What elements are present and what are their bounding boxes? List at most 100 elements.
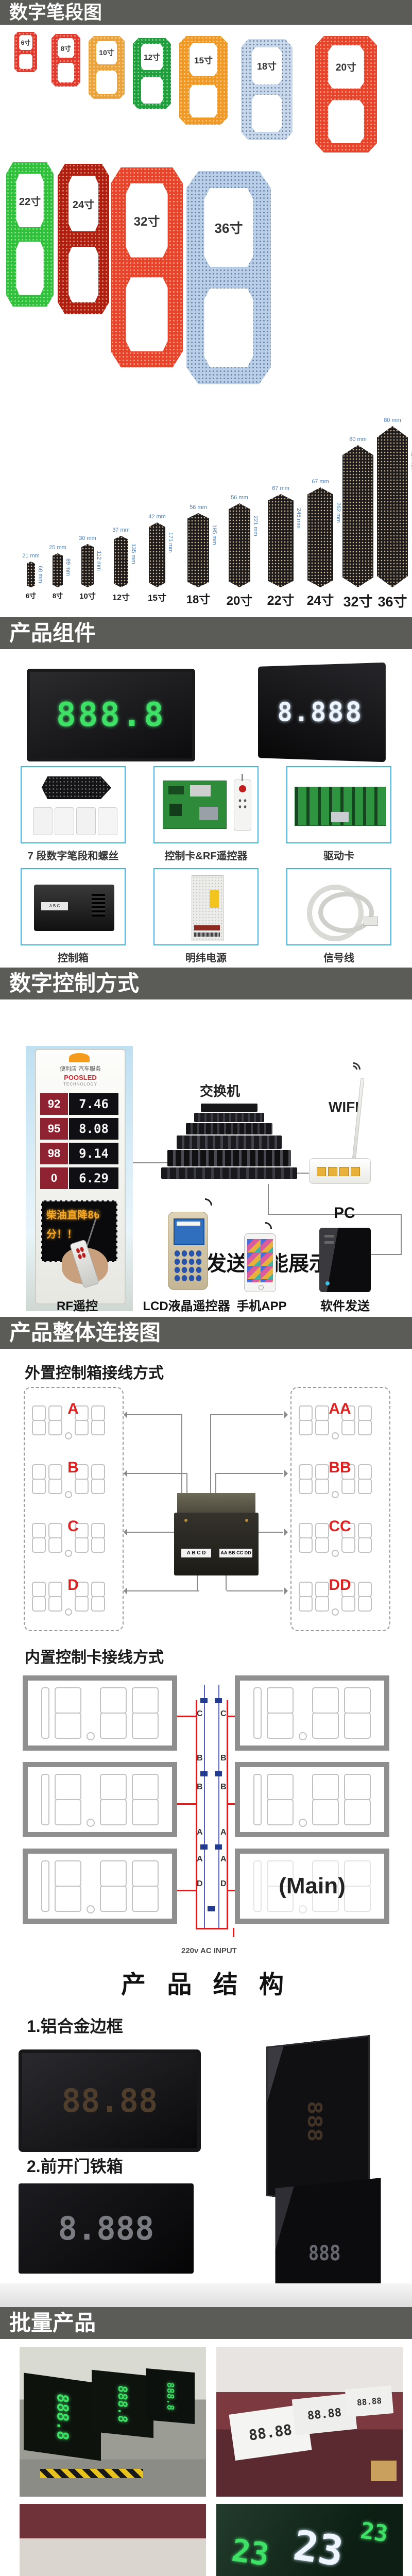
component-box-segments <box>21 766 126 843</box>
component-box-control-card <box>153 766 259 843</box>
digit-group-DD: DD <box>299 1574 381 1619</box>
structure-title: 产 品 结 构 <box>121 1971 291 1998</box>
section-divider <box>0 2283 412 2307</box>
wire-connector <box>215 1771 222 1776</box>
red-wire <box>233 1928 234 1937</box>
rf-remote <box>234 774 251 831</box>
component-caption: 信号线 <box>323 953 354 964</box>
cardboard-box <box>371 2461 397 2481</box>
digit-group-D: D <box>32 1574 114 1619</box>
component-caption: 驱动卡 <box>323 851 354 862</box>
display-panel <box>23 1675 177 1751</box>
wifi-router <box>309 1158 371 1184</box>
digit-36inch: 36寸 <box>186 171 271 384</box>
wire-label: A <box>220 1828 227 1837</box>
white-display-photo: 8.888 <box>258 662 386 762</box>
pc-tower-photo <box>319 1228 371 1292</box>
wire <box>127 1473 187 1474</box>
section-header-control: 数字控制方式 <box>0 968 412 999</box>
arrow-right-icon <box>284 1529 291 1536</box>
segment-module <box>53 553 63 587</box>
port-strip-abcd: A B C D <box>181 1549 211 1557</box>
wifi-label: WIFI <box>329 1099 359 1115</box>
screw-bag <box>33 807 53 835</box>
rf-remote-photo <box>57 1207 118 1291</box>
wire <box>216 1473 283 1474</box>
wire-label: D <box>197 1879 203 1888</box>
port-strip-aabbccdd: AA BB CC DD <box>219 1549 252 1557</box>
wire-label: B <box>197 1754 203 1762</box>
wire <box>127 1414 182 1415</box>
handheld-keypad <box>174 1249 202 1283</box>
segment-part <box>41 776 111 799</box>
display-panel <box>235 1675 389 1751</box>
device-label-rf: RF遥控 <box>57 1299 98 1313</box>
segment-module <box>307 487 333 587</box>
wire <box>227 1590 283 1591</box>
wire-connector <box>215 1844 222 1850</box>
blue-wire <box>218 1685 219 1928</box>
wire <box>127 1532 193 1533</box>
internal-wiring-title: 内置控制卡接线方式 <box>25 1649 164 1666</box>
wire <box>133 1162 200 1163</box>
switch-unit <box>186 1123 272 1134</box>
bulk-photo-white-panels: 88.88 88.88 88.88 <box>216 2347 403 2497</box>
digit-18inch: 18寸 <box>241 39 293 140</box>
digit-group-C: C <box>32 1516 114 1560</box>
component-box-signal-cable <box>286 868 391 945</box>
wire <box>360 1254 402 1255</box>
red-wire <box>177 1716 197 1717</box>
segment-module <box>27 562 35 587</box>
wire <box>211 1414 283 1415</box>
wire <box>268 1184 269 1215</box>
wire <box>401 1214 402 1255</box>
wire <box>268 1214 401 1215</box>
digit-8inch: 8寸 <box>52 34 80 87</box>
digit-20inch: 20寸 <box>315 36 377 152</box>
lcd-remote-photo <box>164 1195 215 1291</box>
section-header-segment-map: 数字笔段图 <box>0 0 412 25</box>
wire <box>197 1590 198 1591</box>
wire-label: B <box>197 1783 203 1791</box>
phone-photo <box>243 1219 277 1292</box>
component-box-driver-card <box>286 766 391 843</box>
arrow-right-icon <box>284 1587 291 1595</box>
structure-item1-title: 1.铝合金边框 <box>27 2017 123 2036</box>
component-box-power-supply <box>153 868 259 945</box>
wire <box>127 1590 198 1591</box>
handheld-screen <box>174 1218 204 1245</box>
section-header-bulk: 批量产品 <box>0 2307 412 2339</box>
segment-module <box>187 513 209 587</box>
segment-module <box>81 544 94 587</box>
digit-15inch: 15寸 <box>179 36 228 125</box>
control-box: A B C <box>34 885 114 931</box>
component-caption: 7 段数字笔段和螺丝 <box>27 851 119 862</box>
wire-connector <box>200 1698 208 1703</box>
wire-label: B <box>220 1754 227 1762</box>
component-caption: 明纬电源 <box>185 953 227 964</box>
wire <box>226 1575 227 1590</box>
phone-screen <box>247 1239 273 1282</box>
pylon-top-line: 便利店 汽车服务 <box>59 1066 101 1072</box>
switch-unit <box>194 1113 264 1122</box>
switch-unit <box>177 1136 282 1149</box>
external-left-panel: A B C D <box>24 1387 124 1631</box>
arrow-left-icon <box>120 1529 127 1536</box>
digit-32inch: 32寸 <box>111 167 183 367</box>
wire-connector <box>208 1906 215 1911</box>
section-header-components: 产品组件 <box>0 617 412 649</box>
component-caption: 控制卡&RF遥控器 <box>164 851 248 862</box>
digit-group-A: A <box>32 1398 114 1443</box>
segment-module <box>342 445 373 587</box>
